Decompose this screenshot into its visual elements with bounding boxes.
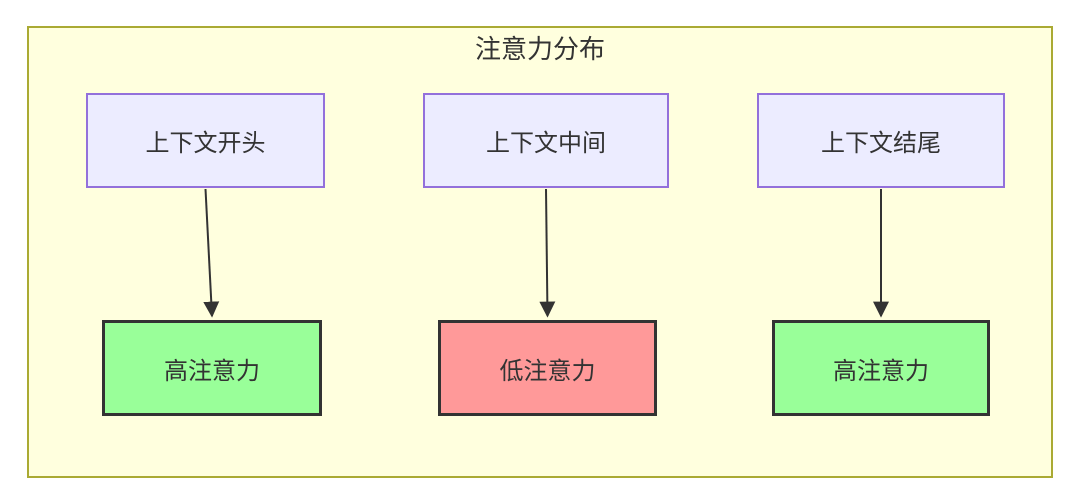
node-low-attention-middle: 低注意力: [438, 320, 657, 416]
node-context-start-label: 上下文开头: [145, 130, 266, 157]
node-high-attention-right-label: 高注意力: [833, 357, 929, 385]
diagram-title: 注意力分布: [474, 34, 605, 64]
node-low-attention-middle-label: 低注意力: [499, 357, 596, 385]
node-context-middle-label: 上下文中间: [486, 130, 606, 157]
node-context-start: 上下文开头: [86, 93, 325, 188]
node-context-end-label: 上下文结尾: [821, 130, 941, 157]
node-high-attention-left-label: 高注意力: [164, 357, 260, 385]
node-high-attention-right: 高注意力: [772, 320, 990, 416]
node-context-end: 上下文结尾: [757, 93, 1005, 188]
node-context-middle: 上下文中间: [423, 93, 669, 188]
node-high-attention-left: 高注意力: [102, 320, 322, 416]
